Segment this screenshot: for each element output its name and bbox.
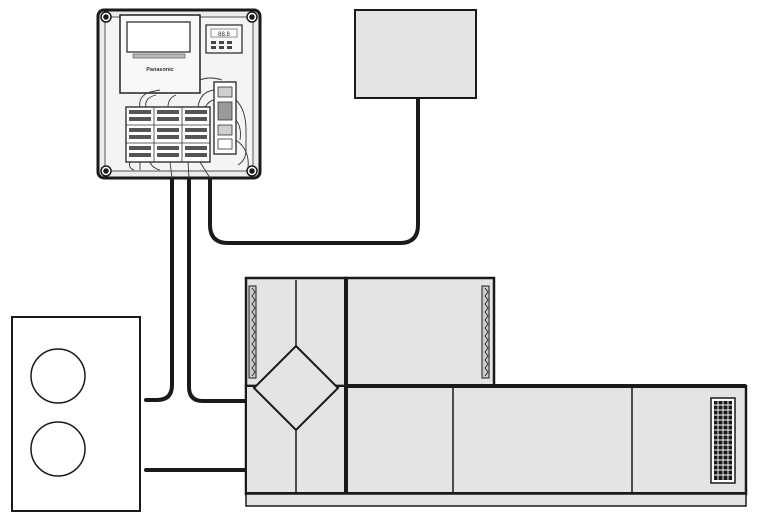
wire-controller-to-remote-box — [208, 96, 420, 245]
fan-unit-casing — [11, 316, 141, 512]
ventilation-unit — [244, 276, 748, 507]
unit-base-skid — [245, 493, 747, 507]
controller-button-strip — [132, 53, 186, 59]
controller-enclosure: Panasonic 88.8 — [96, 8, 262, 180]
controller-brand-label: Panasonic — [146, 67, 174, 73]
terminal-blocks — [125, 106, 211, 163]
wire-controller-to-outdoor-unit — [144, 178, 174, 402]
fan-circle-top — [30, 348, 86, 404]
connection-wires — [144, 96, 420, 472]
upper-section-right — [344, 276, 496, 388]
coil-grille — [710, 397, 736, 484]
outdoor-fan-unit — [11, 316, 141, 512]
fan-circle-bottom — [30, 421, 86, 477]
thermostat-digits: 88.8 — [218, 32, 230, 38]
filter-right-upper — [481, 285, 490, 379]
remote-device-box — [354, 9, 477, 99]
wire-controller-to-ventilation-unit — [187, 178, 248, 403]
controller-lcd-screen — [126, 21, 191, 53]
heat-exchanger-core — [252, 344, 340, 432]
internal-wiring — [129, 77, 249, 179]
corner-screws — [100, 11, 258, 177]
filter-left — [248, 285, 257, 379]
relay-module — [213, 81, 237, 155]
